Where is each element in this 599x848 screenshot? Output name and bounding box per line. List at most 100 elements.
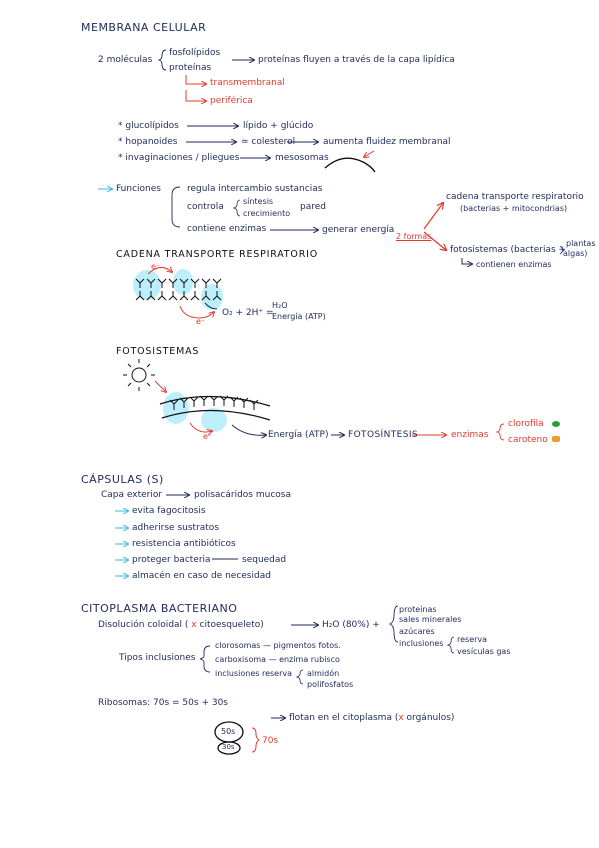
label-30s: 30s bbox=[222, 743, 235, 751]
arrow-photo-electron bbox=[189, 422, 212, 432]
label-vesiculas-gas: vesículas gas bbox=[457, 647, 511, 656]
label-regula: regula intercambio sustancias bbox=[187, 184, 323, 194]
label-pared: pared bbox=[300, 202, 326, 212]
label-almidon: almidón bbox=[307, 669, 340, 678]
label-inclusiones-reserva: inclusiones reserva bbox=[215, 669, 293, 678]
section-title-capsulas: CÁPSULAS (S) bbox=[81, 473, 164, 486]
label-carboxisoma: carboxisoma — enzima rubisco bbox=[215, 655, 340, 664]
label-photo-electron: e⁻ bbox=[203, 432, 213, 441]
bullet-glucolipidos: * glucolípidos bbox=[118, 121, 179, 131]
section-title-fotosistemas: FOTOSISTEMAS bbox=[116, 346, 200, 357]
label-tipos-inclusiones: Tipos inclusiones bbox=[119, 653, 196, 663]
label-70s: 70s bbox=[262, 736, 279, 746]
brace-70s bbox=[251, 727, 260, 753]
sun-icon bbox=[123, 359, 155, 391]
ribosome-30s-shape bbox=[217, 741, 241, 755]
x-mark: x bbox=[191, 620, 197, 630]
label-fosfolipidos: fosfolípidos bbox=[169, 48, 221, 58]
label-energia-product: Energía (ATP) bbox=[272, 312, 326, 321]
capsula-item: almacén en caso de necesidad bbox=[132, 571, 271, 581]
label-enzimas: enzimas bbox=[451, 430, 489, 440]
capsula-item: proteger bacteria bbox=[132, 555, 211, 565]
highlight-blob-3 bbox=[201, 284, 223, 310]
capsulas-cyan-arrows bbox=[115, 511, 128, 576]
label-2-moleculas: 2 moléculas bbox=[98, 55, 153, 65]
label-aumenta-fluidez: aumenta fluidez membranal bbox=[323, 137, 451, 147]
label-sequedad: sequedad bbox=[242, 555, 287, 565]
lista-item: sales minerales bbox=[399, 615, 462, 624]
label-proteinas-fluyen: proteínas fluyen a través de la capa lip… bbox=[258, 55, 455, 65]
label-h2o-product: H₂O bbox=[272, 301, 288, 310]
highlight-blob-1 bbox=[133, 270, 161, 300]
arrow-transmembranal bbox=[185, 75, 206, 84]
label-controla: controla bbox=[187, 202, 224, 212]
mesosoma-curve bbox=[324, 157, 376, 173]
label-funciones: Funciones bbox=[116, 184, 161, 194]
arrow-sun-to-membrane bbox=[154, 380, 166, 392]
label-polisacaridos: polisacáridos mucosa bbox=[194, 490, 291, 500]
label-disolucion: Disolución coloidal ( x citoesqueleto) bbox=[98, 620, 264, 630]
label-electron-bottom: e⁻ bbox=[196, 317, 206, 326]
brace-inclusiones bbox=[446, 636, 455, 654]
section-title-cadena: CADENA TRANSPORTE RESPIRATORIO bbox=[116, 249, 318, 260]
brace-almidon bbox=[295, 669, 304, 685]
membrane-lipids-top bbox=[135, 278, 222, 288]
brace-plantas-algas bbox=[559, 245, 565, 255]
capsula-item: resistencia antibióticos bbox=[132, 539, 236, 549]
label-mesosomas: mesosomas bbox=[275, 153, 329, 163]
capsula-item: evita fagocitosis bbox=[132, 506, 206, 516]
label-contiene-enzimas: contiene enzimas bbox=[187, 224, 267, 234]
label-electron-top: e⁻ bbox=[151, 262, 161, 271]
label-bacterias-mitocondrias: (bacterias + mitocondrias) bbox=[460, 204, 568, 213]
label-h2o-80: H₂O (80%) + bbox=[322, 620, 380, 630]
arrow-electron-top bbox=[147, 267, 172, 275]
thylakoid-membrane-bottom bbox=[161, 409, 271, 421]
brace-2-moleculas bbox=[157, 49, 167, 71]
capsula-item: adherirse sustratos bbox=[132, 523, 220, 533]
label-capa-exterior: Capa exterior bbox=[101, 490, 163, 500]
label-clorofila: clorofila bbox=[508, 419, 544, 429]
label-plantas: plantas bbox=[566, 239, 596, 248]
label-algas: algas) bbox=[563, 249, 588, 258]
section-title-citoplasma: CITOPLASMA BACTERIANO bbox=[81, 602, 238, 615]
arrow-cadena-red bbox=[423, 203, 443, 230]
label-fotosintesis: FOTOSÍNTESIS bbox=[348, 430, 419, 440]
lista-item: azúcares bbox=[399, 627, 435, 636]
label-lipido-glucido: lípido + glúcido bbox=[243, 121, 314, 131]
brace-sintesis bbox=[232, 199, 241, 217]
label-colesterol: ≃ colesterol bbox=[241, 137, 296, 147]
label-energia-atp: Energía (ATP) bbox=[268, 430, 329, 440]
label-periferica: periférica bbox=[210, 96, 253, 106]
label-2-formas: 2 formas bbox=[396, 232, 432, 241]
clorofila-color-dot bbox=[552, 421, 560, 427]
photosystem-units bbox=[169, 395, 259, 410]
label-transmembranal: transmembranal bbox=[210, 78, 285, 88]
membrane-lipids-bottom bbox=[135, 291, 222, 301]
lista-item: inclusiones bbox=[399, 639, 444, 648]
arrow-periferica bbox=[185, 90, 206, 101]
bullet-hopanoides: * hopanoides bbox=[118, 137, 178, 147]
section-title-membrana: MEMBRANA CELULAR bbox=[81, 21, 207, 34]
label-fotosistemas-bacterias: fotosistemas (bacterias + bbox=[450, 245, 567, 255]
label-flotan: flotan en el citoplasma (x orgánulos) bbox=[289, 713, 455, 723]
highlight-blob-4 bbox=[163, 392, 189, 424]
bullet-invaginaciones: * invaginaciones / pliegues bbox=[118, 153, 240, 163]
label-cadena-transporte: cadena transporte respiratorio bbox=[446, 192, 584, 202]
arrow-electron-bottom bbox=[179, 305, 214, 319]
arrow-mesosoma-red bbox=[364, 150, 375, 157]
label-50s: 50s bbox=[221, 727, 236, 736]
label-sintesis: síntesis bbox=[243, 197, 274, 206]
label-ecuacion: O₂ + 2H⁺ = bbox=[222, 308, 274, 318]
arrow-to-o2 bbox=[204, 302, 218, 310]
label-generar-energia: generar energía bbox=[322, 225, 395, 235]
arrow-to-energia-atp bbox=[231, 424, 266, 435]
label-crecimiento: crecimiento bbox=[243, 209, 291, 218]
lista-item: proteínas bbox=[399, 605, 437, 614]
arrow-fotosistemas-red bbox=[423, 231, 446, 250]
caroteno-color-dot bbox=[552, 436, 560, 442]
brace-pigmentos bbox=[495, 423, 505, 441]
label-proteinas: proteínas bbox=[169, 63, 212, 73]
brace-tipos-inclusiones bbox=[199, 645, 211, 673]
label-polifosfatos: polifosfatos bbox=[307, 680, 354, 689]
